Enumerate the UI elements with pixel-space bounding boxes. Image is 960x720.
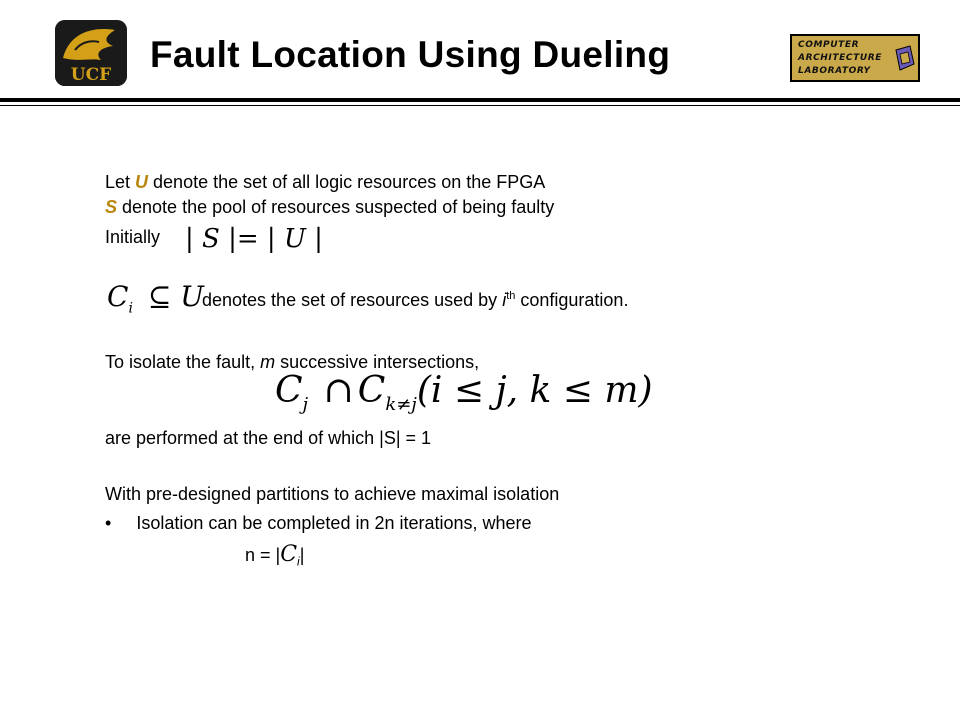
ucf-logo-text: UCF xyxy=(71,65,111,85)
eq-right: = | U | xyxy=(236,224,323,254)
isolate-post: successive intersections, xyxy=(275,352,480,372)
ci-description: denotes the set of resources used by ith… xyxy=(202,285,628,311)
definition-s-text: denote the pool of resources suspected o… xyxy=(117,197,555,217)
definition-u: Let U denote the set of all logic resour… xyxy=(105,171,545,193)
formula-sub-j: j xyxy=(302,394,309,416)
math-sub-i: i xyxy=(128,300,133,317)
math-subset-u: ⊆ U xyxy=(147,280,204,313)
lab-logo-line3: LABORATORY xyxy=(798,66,871,76)
formula-c1: C xyxy=(275,370,303,411)
isolate-pre: To isolate the fault, xyxy=(105,352,261,372)
page-title: Fault Location Using Dueling xyxy=(150,34,671,75)
isolate-m: m xyxy=(260,352,276,372)
initially-line: Initially xyxy=(105,226,160,248)
ci-subset-u: Ci ⊆ U xyxy=(107,280,204,317)
math-c: C xyxy=(107,280,129,313)
lab-logo-line2: ARCHITECTURE xyxy=(798,53,882,63)
definition-u-text: denote the set of all logic resources on… xyxy=(148,172,546,192)
ci-desc-i: i xyxy=(502,290,507,310)
n-def-post: | xyxy=(299,545,305,565)
bullet-item: • Isolation can be completed in 2n iterat… xyxy=(105,512,532,534)
ucf-logo: UCF xyxy=(55,20,127,86)
performed-line: are performed at the end of which |S| = … xyxy=(105,428,432,448)
let-label: Let xyxy=(105,172,136,192)
formula-sub-knej: k≠j xyxy=(385,394,417,416)
definition-s: S denote the pool of resources suspected… xyxy=(105,196,554,218)
formula-c2: C xyxy=(357,370,386,411)
ci-desc-pre: denotes the set of resources used by xyxy=(202,290,503,310)
header-rule-thick xyxy=(0,98,960,102)
bullet-mark: • xyxy=(105,513,112,533)
n-def-sub: i xyxy=(297,554,300,569)
n-def-c: C xyxy=(280,542,298,567)
eq-left: | S | xyxy=(185,224,237,254)
partitions-line: With pre-designed partitions to achieve … xyxy=(105,484,560,504)
ci-desc-sup: th xyxy=(506,290,516,302)
lab-logo-line1: COMPUTER xyxy=(798,40,860,50)
header-rule-thin xyxy=(0,105,960,106)
isolate-line: To isolate the fault, m successive inter… xyxy=(105,351,479,373)
n-definition: n = |Ci| xyxy=(245,544,304,573)
ci-desc-post: configuration. xyxy=(515,290,629,310)
var-s: S xyxy=(105,197,118,217)
initially-label: Initially xyxy=(105,227,161,247)
var-u: U xyxy=(135,172,149,192)
computer-architecture-lab-logo: COMPUTER ARCHITECTURE LABORATORY xyxy=(790,34,920,82)
intersection-formula: Cj ∩Ck≠j(i ≤ j, k ≤ m) xyxy=(275,370,653,415)
initial-equation: | S |= | U | xyxy=(185,224,323,254)
formula-condition: (i ≤ j, k ≤ m) xyxy=(416,370,653,411)
n-def-pre: n = | xyxy=(245,545,281,565)
chip-icon xyxy=(895,45,915,71)
pegasus-icon: UCF xyxy=(55,20,127,86)
bullet-text: Isolation can be completed in 2n iterati… xyxy=(136,513,532,533)
formula-cap: ∩ xyxy=(323,370,354,411)
